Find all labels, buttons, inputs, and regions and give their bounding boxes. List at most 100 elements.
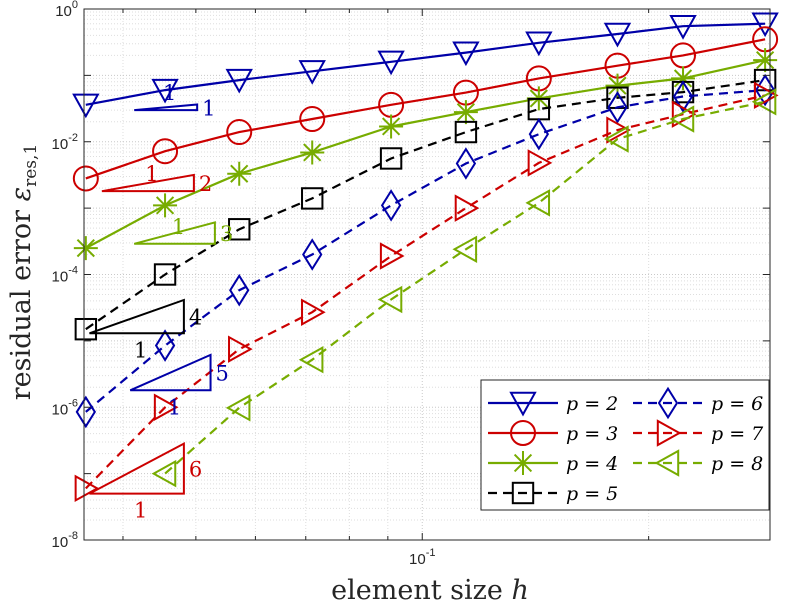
legend-marker bbox=[509, 391, 537, 417]
legend-marker bbox=[657, 386, 679, 420]
legend-label: p = 7 bbox=[711, 423, 764, 445]
legend-marker bbox=[511, 481, 535, 505]
data-point bbox=[153, 393, 179, 421]
y-tick-label: 10-6 bbox=[52, 397, 78, 418]
legend-item: p = 6 bbox=[633, 386, 763, 420]
data-point bbox=[751, 12, 779, 38]
slope-triangle: 15 bbox=[129, 353, 229, 419]
data-point bbox=[452, 235, 478, 263]
data-point bbox=[298, 346, 324, 374]
data-point bbox=[301, 298, 326, 326]
data-point bbox=[226, 119, 253, 146]
x-axis-label: element size h bbox=[331, 575, 529, 606]
y-tick-label: 10-8 bbox=[52, 530, 78, 551]
data-point bbox=[751, 88, 777, 116]
data-point bbox=[527, 149, 553, 177]
data-point bbox=[73, 236, 98, 261]
data-point bbox=[154, 329, 176, 362]
slope-run-label: 1 bbox=[172, 215, 185, 239]
data-point bbox=[379, 242, 405, 270]
slope-run-label: 1 bbox=[134, 499, 147, 523]
data-point bbox=[454, 194, 480, 222]
data-point bbox=[605, 73, 630, 98]
slope-triangle-shape bbox=[89, 441, 185, 495]
data-point bbox=[753, 48, 778, 73]
data-point bbox=[380, 189, 402, 222]
slope-rise-label: 5 bbox=[216, 362, 229, 386]
data-point bbox=[671, 66, 696, 91]
data-point bbox=[225, 394, 251, 422]
slope-run-label: 1 bbox=[168, 395, 181, 419]
data-point bbox=[75, 395, 97, 429]
y-axis-label: residual error εres,1 bbox=[6, 144, 41, 401]
series-4 bbox=[73, 48, 778, 261]
data-point bbox=[525, 31, 553, 57]
legend-item: p = 3 bbox=[488, 420, 618, 446]
legend-marker bbox=[510, 420, 536, 446]
data-point bbox=[377, 50, 405, 76]
series-7 bbox=[74, 81, 779, 503]
legend-label: p = 4 bbox=[566, 453, 618, 475]
data-point bbox=[377, 285, 403, 314]
slope-rise-label: 4 bbox=[189, 306, 202, 330]
series-layer bbox=[72, 12, 779, 503]
data-point bbox=[74, 474, 100, 503]
legend: p = 2p = 3p = 4p = 5p = 6p = 7p = 8 bbox=[480, 379, 770, 511]
data-point bbox=[669, 15, 697, 40]
slope-rise-label: 1 bbox=[202, 96, 215, 120]
series-line bbox=[85, 89, 766, 413]
legend-item: p = 4 bbox=[488, 451, 618, 475]
data-point bbox=[669, 105, 695, 133]
series-line bbox=[85, 22, 766, 106]
data-point bbox=[528, 117, 550, 151]
data-point bbox=[153, 263, 177, 286]
legend-label: p = 5 bbox=[566, 483, 618, 505]
data-point bbox=[72, 165, 99, 192]
data-point bbox=[671, 100, 697, 128]
series-line bbox=[85, 38, 766, 180]
slope-run-label: 1 bbox=[145, 162, 158, 186]
data-point bbox=[753, 68, 777, 92]
slope-run-label: 1 bbox=[134, 338, 147, 362]
data-point bbox=[607, 91, 628, 124]
data-point bbox=[455, 147, 477, 180]
data-point bbox=[229, 273, 250, 307]
data-point bbox=[151, 459, 177, 488]
legend-item: p = 5 bbox=[488, 481, 618, 505]
slope-triangle: 14 bbox=[89, 298, 202, 362]
data-point bbox=[453, 100, 478, 125]
legend-item: p = 7 bbox=[633, 419, 764, 447]
data-point bbox=[301, 187, 324, 210]
series-2 bbox=[72, 12, 779, 119]
slope-triangle-shape bbox=[134, 103, 199, 112]
data-point bbox=[151, 78, 179, 104]
slope-triangle: 11 bbox=[134, 81, 216, 120]
data-point bbox=[454, 120, 478, 144]
y-tick-label: 10-4 bbox=[52, 265, 78, 286]
series-line bbox=[164, 100, 766, 475]
data-point bbox=[379, 114, 404, 139]
data-point bbox=[452, 41, 480, 67]
data-point bbox=[379, 147, 403, 170]
legend-marker bbox=[656, 419, 682, 447]
data-point bbox=[74, 317, 98, 341]
grid bbox=[84, 8, 770, 541]
series-line bbox=[85, 94, 766, 490]
series-6 bbox=[75, 73, 776, 429]
data-point bbox=[300, 140, 325, 165]
slope-triangle: 16 bbox=[89, 441, 202, 523]
slope-triangle-shape bbox=[89, 298, 185, 335]
legend-label: p = 8 bbox=[711, 453, 763, 475]
legend-marker bbox=[511, 451, 535, 475]
data-point bbox=[153, 193, 178, 218]
data-point bbox=[753, 81, 779, 110]
slope-rise-label: 2 bbox=[199, 172, 212, 196]
data-point bbox=[606, 116, 631, 144]
series-line bbox=[85, 79, 766, 331]
legend-item: p = 8 bbox=[633, 449, 763, 477]
slope-rise-label: 3 bbox=[220, 222, 233, 246]
